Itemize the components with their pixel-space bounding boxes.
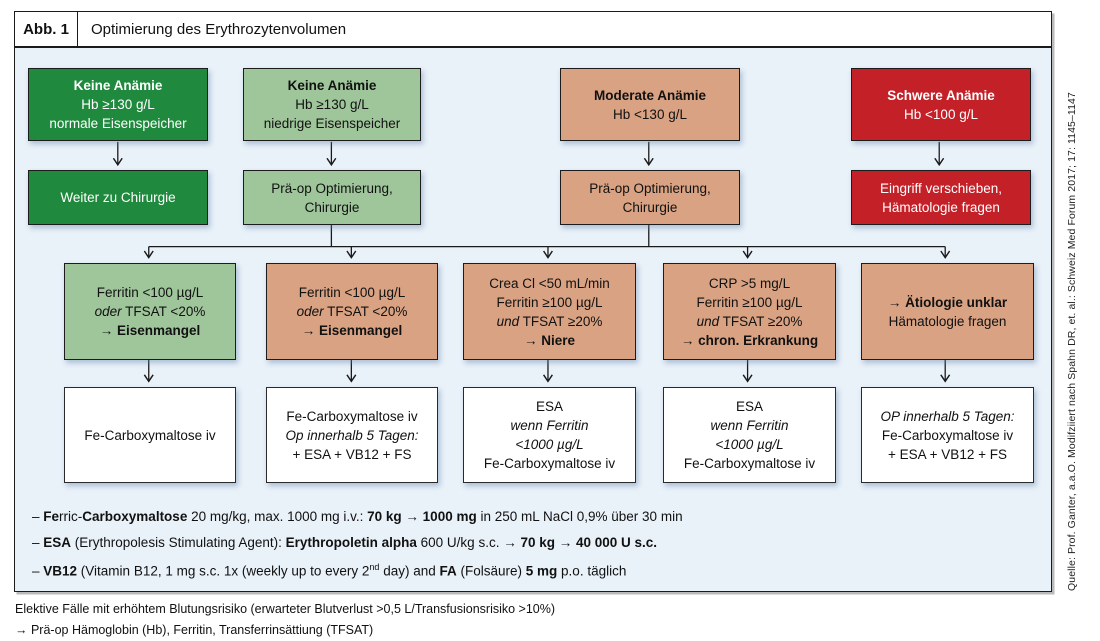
figure-label: Abb. 1	[15, 12, 78, 46]
dosage-notes: – Ferric-Carboxymaltose 20 mg/kg, max. 1…	[32, 509, 683, 579]
figure-title: Optimierung des Erythrozytenvolumen	[91, 20, 347, 38]
box-eingriff-verschieben: Eingriff verschieben,Hämatologie fragen	[851, 170, 1031, 225]
box-op-innerhalb-5-tagen: OP innerhalb 5 Tagen:Fe-Carboxymaltose i…	[861, 387, 1034, 483]
box-praeop-optimierung-links: Prä-op Optimierung,Chirurgie	[243, 170, 421, 225]
source-citation: Quelle: Prof. Ganter, a.a.O. Modifziiert…	[1066, 92, 1078, 591]
box-praeop-optimierung-rechts: Prä-op Optimierung,Chirurgie	[560, 170, 740, 225]
box-weiter-zu-chirurgie: Weiter zu Chirurgie	[28, 170, 208, 225]
footnote: Elektive Fälle mit erhöhtem Blutungsrisi…	[15, 599, 555, 641]
footnote-line-1: Elektive Fälle mit erhöhtem Blutungsrisi…	[15, 602, 556, 616]
figure-header: Abb. 1 Optimierung des Erythrozytenvolum…	[14, 11, 1052, 47]
footnote-line-2: → Prä-op Hämoglobin (Hb), Ferritin, Tran…	[15, 623, 374, 637]
box-fe-carboxymaltose: Fe-Carboxymaltose iv	[64, 387, 236, 483]
